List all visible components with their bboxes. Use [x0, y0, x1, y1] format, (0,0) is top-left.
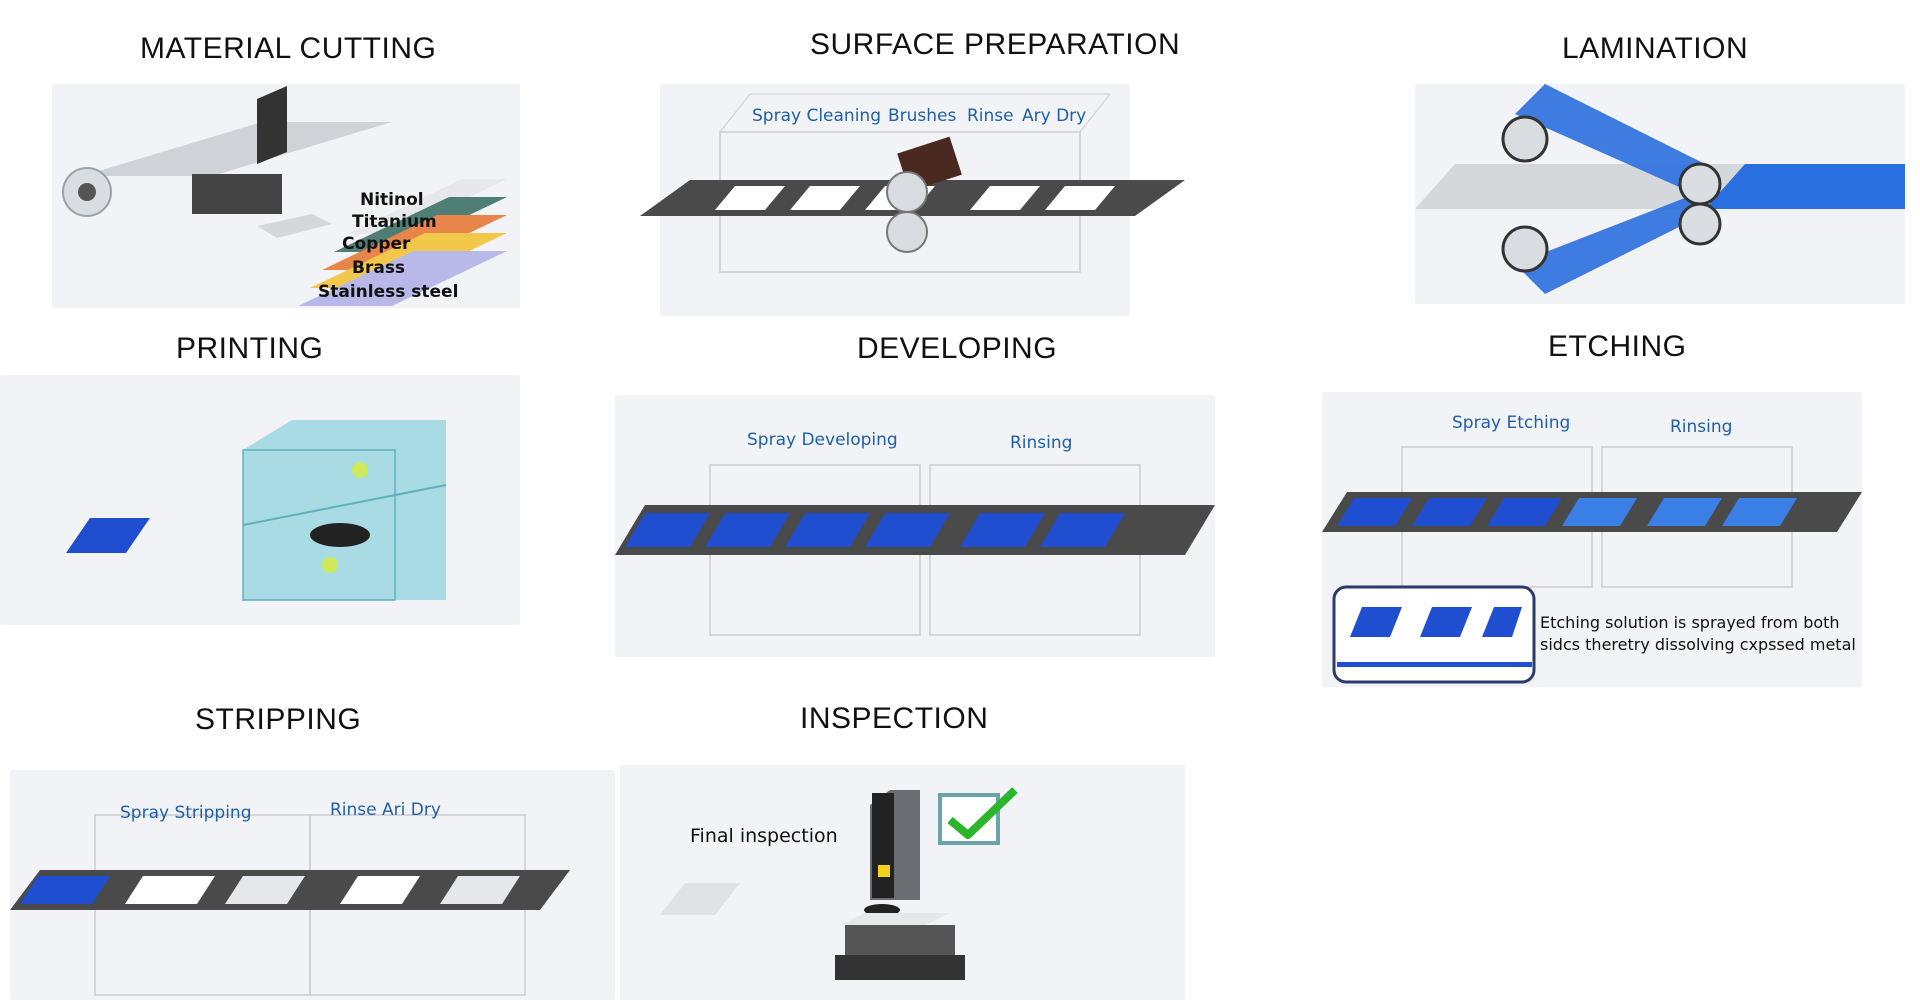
developed-panel: [705, 513, 790, 547]
etched-panel: [1487, 498, 1562, 526]
film-roll-top: [1501, 115, 1549, 163]
camera-indicator: [878, 865, 890, 877]
station-label: Spray Cleaning: [752, 106, 881, 126]
material-label: Brass: [352, 258, 406, 278]
etched-panel: [1337, 498, 1412, 526]
etched-panel: [1412, 498, 1487, 526]
printed-pattern: [310, 523, 370, 547]
pressure-roller: [1678, 202, 1722, 246]
step-title: DEVELOPING: [857, 332, 1058, 365]
etched-panel: [1647, 498, 1722, 526]
stripped-panel: [20, 876, 110, 904]
station-label: Spray Etching: [1452, 413, 1571, 433]
photoresist-sheet: [66, 518, 150, 553]
film-roll-bottom: [1501, 225, 1549, 273]
station-label: Spray Developing: [747, 430, 898, 450]
etched-panel: [1562, 498, 1637, 526]
etching-svg: [1322, 446, 1862, 684]
inspection-svg: [660, 787, 1018, 980]
step-title: ETCHING: [1548, 330, 1687, 363]
station-label: Rinse Ari Dry: [330, 800, 441, 820]
inspected-part: [660, 883, 740, 915]
inspection-stage: [840, 913, 950, 925]
station-label: Spray Stripping: [120, 803, 252, 823]
step-title: INSPECTION: [800, 702, 989, 735]
exposure-chamber: [243, 420, 446, 600]
surface-preparation-svg: [640, 93, 1185, 273]
cutting-die: [192, 174, 282, 214]
uv-lamp: [322, 557, 338, 573]
station-label: Rinsing: [1670, 417, 1733, 437]
developed-panel: [960, 513, 1045, 547]
station-label: Brushes: [888, 106, 957, 126]
stripped-panel: [125, 876, 215, 904]
developed-panel: [785, 513, 870, 547]
lamination-svg: [1415, 84, 1905, 294]
sheet-panel: [970, 186, 1040, 210]
layer-sheet: [347, 179, 507, 234]
printing-svg: [66, 420, 447, 601]
brush-roller-end: [886, 171, 928, 213]
stripping-svg: [10, 814, 570, 996]
material-label: Copper: [342, 234, 411, 254]
material-label: Titanium: [352, 212, 437, 232]
material-label: Stainless steel: [318, 282, 459, 302]
metal-strip: [82, 122, 392, 176]
stripped-panel: [440, 876, 520, 904]
brush-roller-end: [886, 211, 928, 253]
stripped-panel: [225, 876, 305, 904]
step-title: STRIPPING: [195, 703, 362, 736]
final-inspection-label: Final inspection: [690, 825, 838, 847]
inspection-camera: [872, 793, 894, 898]
material-cutting-svg: [62, 86, 507, 306]
inspection-base: [845, 925, 955, 955]
developed-panel: [625, 513, 710, 547]
step-title: MATERIAL CUTTING: [140, 32, 437, 65]
step-title: LAMINATION: [1562, 32, 1749, 65]
developed-panel: [1040, 513, 1125, 547]
checkmark-icon: [947, 787, 1018, 839]
lamination-film-bottom: [1515, 194, 1715, 294]
uv-lamp: [352, 462, 368, 478]
lamination-film-top: [1515, 84, 1715, 194]
step-title: SURFACE PREPARATION: [810, 28, 1181, 61]
inspection-base: [835, 955, 965, 980]
sheet-panel: [715, 186, 785, 210]
layer-brass: [298, 251, 507, 306]
developing-svg: [615, 464, 1215, 636]
station-label: Rinse: [967, 106, 1014, 126]
roll-hub: [78, 183, 96, 201]
pressure-roller: [1678, 162, 1722, 206]
stripped-panel: [340, 876, 420, 904]
etched-panel: [1722, 498, 1797, 526]
developed-panel: [865, 513, 950, 547]
sheet-panel: [1045, 186, 1115, 210]
cutting-blade: [257, 86, 287, 164]
material-label: Nitinol: [360, 190, 424, 210]
laminated-strip: [1705, 164, 1905, 209]
station-label: Rinsing: [1010, 433, 1073, 453]
sheet-panel: [790, 186, 860, 210]
etching-note: Etching solution is sprayed from both si…: [1540, 613, 1856, 654]
step-title: PRINTING: [176, 332, 324, 365]
cut-sheet: [257, 214, 332, 238]
station-label: Ary Dry: [1022, 106, 1087, 126]
